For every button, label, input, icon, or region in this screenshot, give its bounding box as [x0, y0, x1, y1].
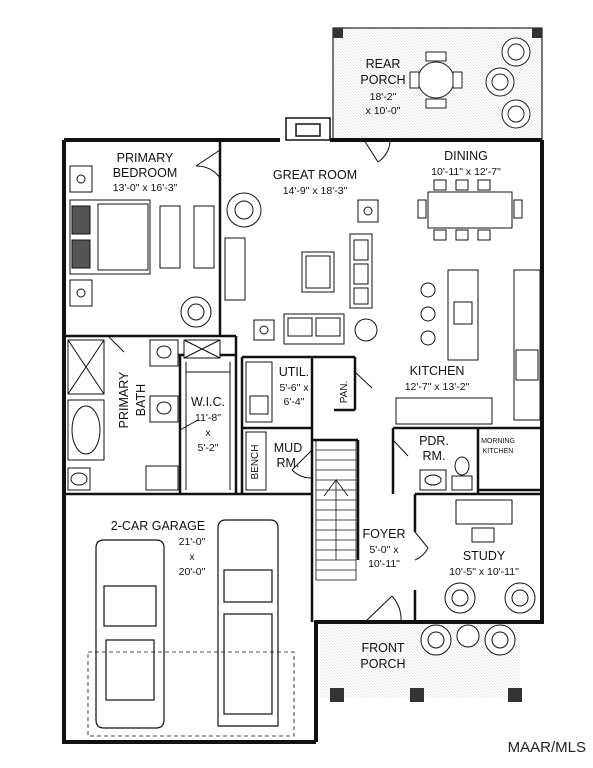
great-room-name: GREAT ROOM — [273, 168, 357, 182]
pantry-name: PAN. — [339, 381, 350, 404]
rear-porch-dim-1: 18'-2" — [370, 91, 397, 103]
primary-bedroom-furniture — [69, 165, 215, 328]
fireplace — [285, 117, 331, 141]
foyer-dim-2: 10'-11" — [368, 558, 400, 570]
watermark: MAAR/MLS — [508, 739, 586, 756]
morning-kitchen-name-1: MORNING — [481, 438, 515, 445]
garage-dim-3: 20'-0" — [179, 566, 206, 578]
mud-room-name-1: MUD — [274, 441, 302, 455]
primary-bath-name-1: PRIMARY — [117, 371, 131, 428]
dining-name: DINING — [444, 149, 488, 163]
front-porch — [320, 624, 522, 702]
study-dim: 10'-5" x 10'-11" — [449, 566, 519, 578]
rear-porch-name-2: PORCH — [360, 73, 405, 87]
porch-dining-set — [409, 51, 463, 109]
utility-fixtures — [245, 361, 273, 491]
dining-set — [417, 179, 523, 241]
wic-shelving — [185, 362, 231, 490]
rear-porch-dim-2: x 10'-0" — [366, 105, 401, 117]
staircase — [315, 439, 357, 581]
primary-bath-name-2: BATH — [134, 384, 148, 416]
front-porch-name-2: PORCH — [360, 657, 405, 671]
primary-bedroom-name-1: PRIMARY — [117, 151, 174, 165]
foyer-name: FOYER — [362, 527, 405, 541]
garage-vehicles — [87, 519, 295, 737]
bench-label: BENCH — [250, 444, 261, 479]
powder-room-fixtures — [419, 456, 473, 491]
dining-dim: 10'-11" x 12'-7" — [431, 166, 501, 178]
mud-room-name-2: RM. — [277, 456, 300, 470]
foyer-dim-1: 5'-0" x — [369, 544, 399, 556]
interior-walls — [64, 140, 542, 622]
exterior-walls — [62, 138, 544, 744]
rear-porch-name-1: REAR — [366, 57, 401, 71]
garage-dim-1: 21'-0" — [179, 536, 206, 548]
powder-room-name-1: PDR. — [419, 434, 449, 448]
study-name: STUDY — [463, 549, 506, 563]
garage-dim-2: x — [189, 551, 195, 563]
great-room-furniture — [224, 192, 379, 345]
wic-dim-3: 5'-2" — [198, 442, 219, 454]
great-room-dim: 14'-9" x 18'-3" — [283, 185, 348, 197]
garage-name: 2-CAR GARAGE — [111, 519, 205, 533]
wic-dim-2: x — [205, 427, 211, 439]
util-dim-2: 6'-4" — [284, 396, 305, 408]
powder-room-name-2: RM. — [423, 449, 446, 463]
util-name: UTIL. — [279, 365, 310, 379]
kitchen-name: KITCHEN — [410, 364, 465, 378]
primary-bath-fixtures — [67, 339, 221, 491]
rear-porch — [332, 27, 543, 141]
room-labels: REAR PORCH 18'-2" x 10'-0" PRIMARY BEDRO… — [111, 57, 519, 671]
study-furniture — [444, 499, 536, 614]
util-dim-1: 5'-6" x — [279, 382, 309, 394]
porch-lounge-chairs — [485, 37, 531, 129]
kitchen-dim: 12'-7" x 13'-2" — [405, 381, 470, 393]
wic-name: W.I.C. — [191, 395, 225, 409]
morning-kitchen-name-2: KITCHEN — [483, 448, 514, 455]
doors — [107, 139, 429, 623]
primary-bedroom-name-2: BEDROOM — [113, 166, 178, 180]
primary-bedroom-dim: 13'-0" x 16'-3" — [113, 182, 178, 194]
wic-dim-1: 11'-8" — [195, 412, 221, 424]
front-porch-name-1: FRONT — [361, 641, 404, 655]
kitchen-fixtures — [395, 269, 541, 425]
